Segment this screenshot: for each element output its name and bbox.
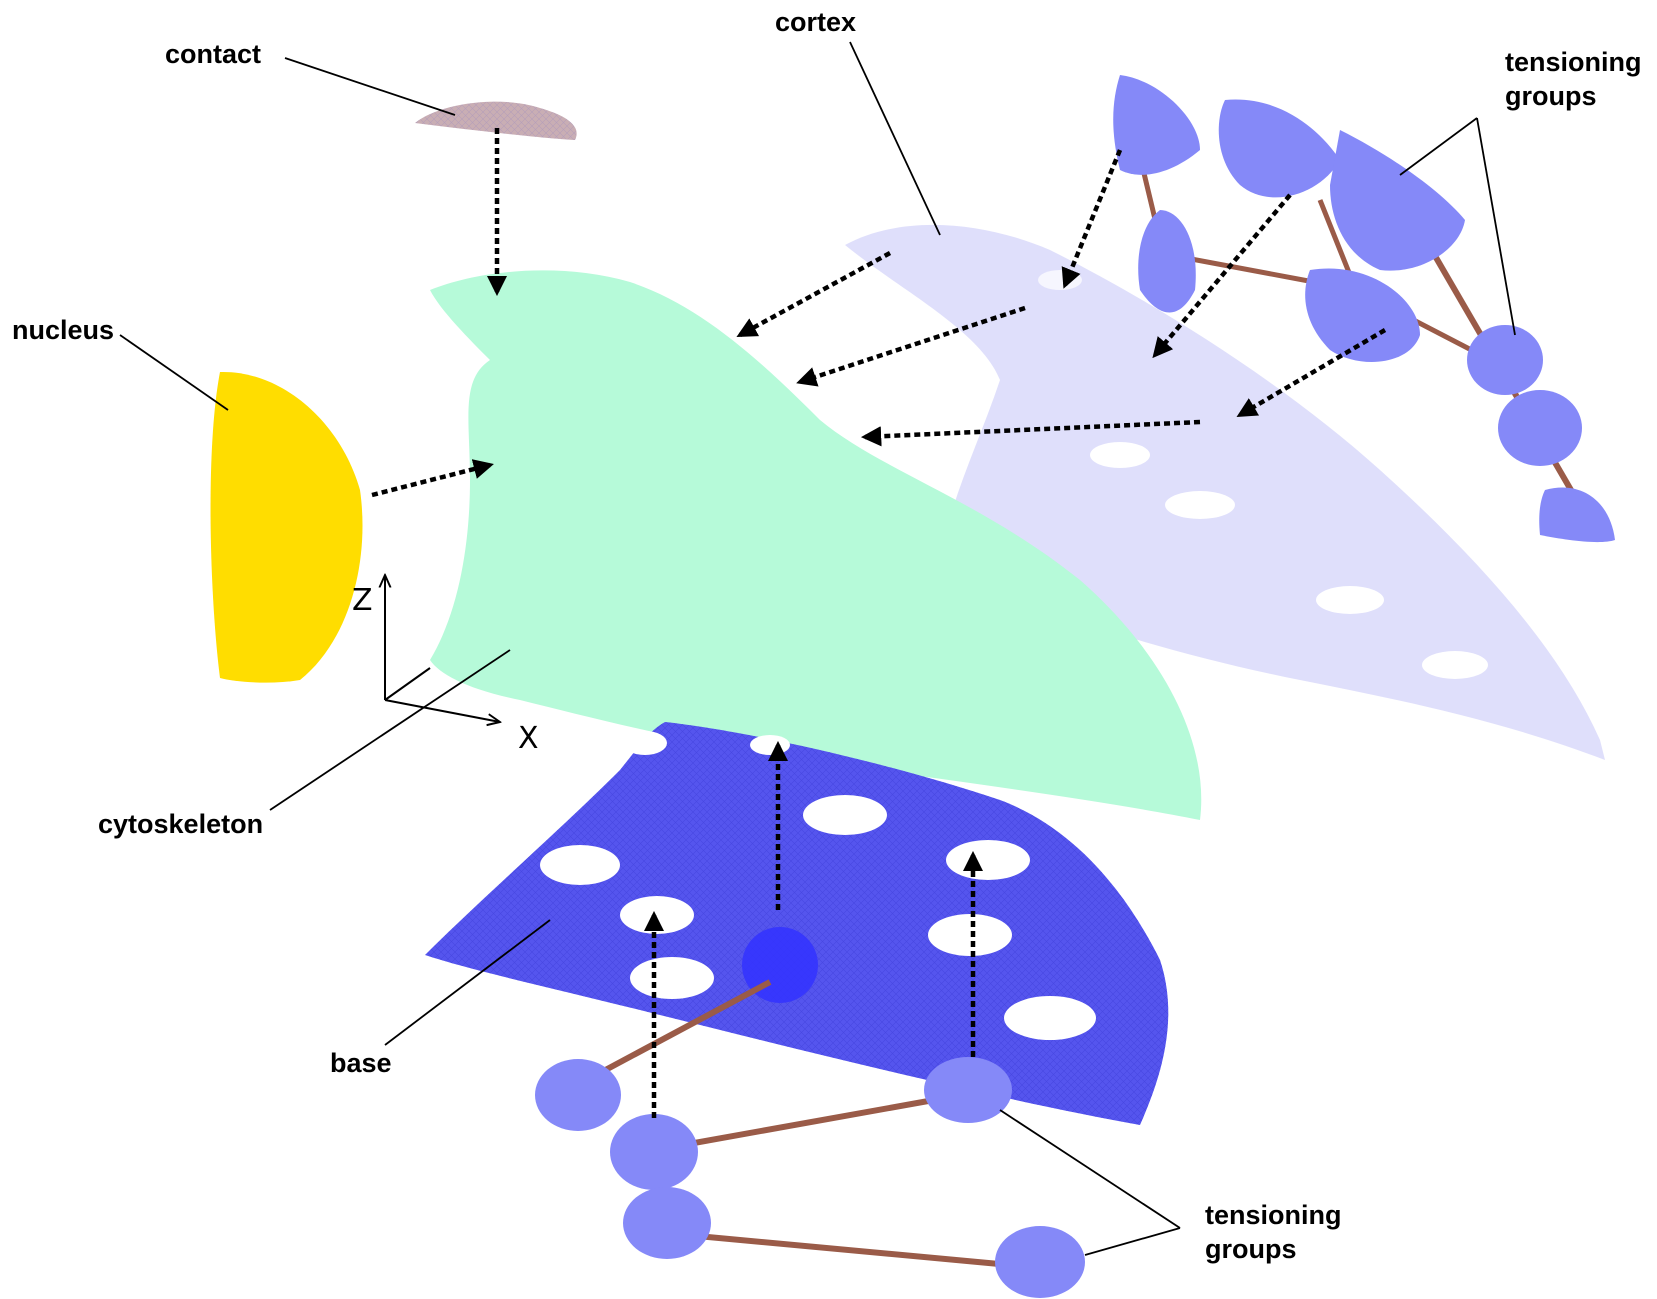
cortex-shape — [845, 224, 1605, 760]
label-tensioning-top-line2: groups — [1505, 80, 1597, 111]
arrow-tension-top-3 — [1236, 328, 1387, 418]
x-axis — [384, 699, 500, 722]
contact-shape — [415, 101, 577, 140]
arrow-cortex-3 — [860, 419, 1201, 447]
coordinate-axes — [385, 575, 500, 722]
tensioning-groups-top — [1113, 75, 1615, 543]
axis-label-x: X — [518, 721, 539, 756]
label-tensioning-bottom-line2: groups — [1205, 1233, 1297, 1264]
arrow-nucleus-to-cytoskeleton — [371, 459, 494, 498]
label-tensioning-top-line1: tensioning — [1505, 47, 1642, 77]
label-cytoskeleton: cytoskeleton — [98, 809, 264, 839]
label-tensioning-groups-bottom: tensioning groups — [1205, 1199, 1342, 1267]
arrow-cortex-1 — [736, 251, 892, 337]
assembly-arrows — [371, 128, 1387, 1118]
cytoskeleton-shape — [430, 270, 1202, 820]
label-base: base — [330, 1048, 392, 1078]
label-nucleus: nucleus — [12, 315, 115, 345]
arrow-tension-top-2 — [1152, 193, 1292, 359]
arrow-tension-top-1 — [1061, 149, 1123, 289]
label-cortex: cortex — [775, 7, 857, 37]
label-tensioning-groups-top: tensioning groups — [1505, 46, 1642, 114]
axis-label-z: Z — [352, 583, 373, 618]
label-contact: contact — [165, 39, 262, 69]
nucleus-shape — [210, 371, 363, 683]
y-axis — [384, 667, 431, 701]
tensioning-groups-bottom — [535, 979, 1085, 1298]
label-tensioning-bottom-line1: tensioning — [1205, 1200, 1342, 1230]
leader-lines — [119, 41, 1516, 1256]
base-shape — [425, 722, 1169, 1125]
